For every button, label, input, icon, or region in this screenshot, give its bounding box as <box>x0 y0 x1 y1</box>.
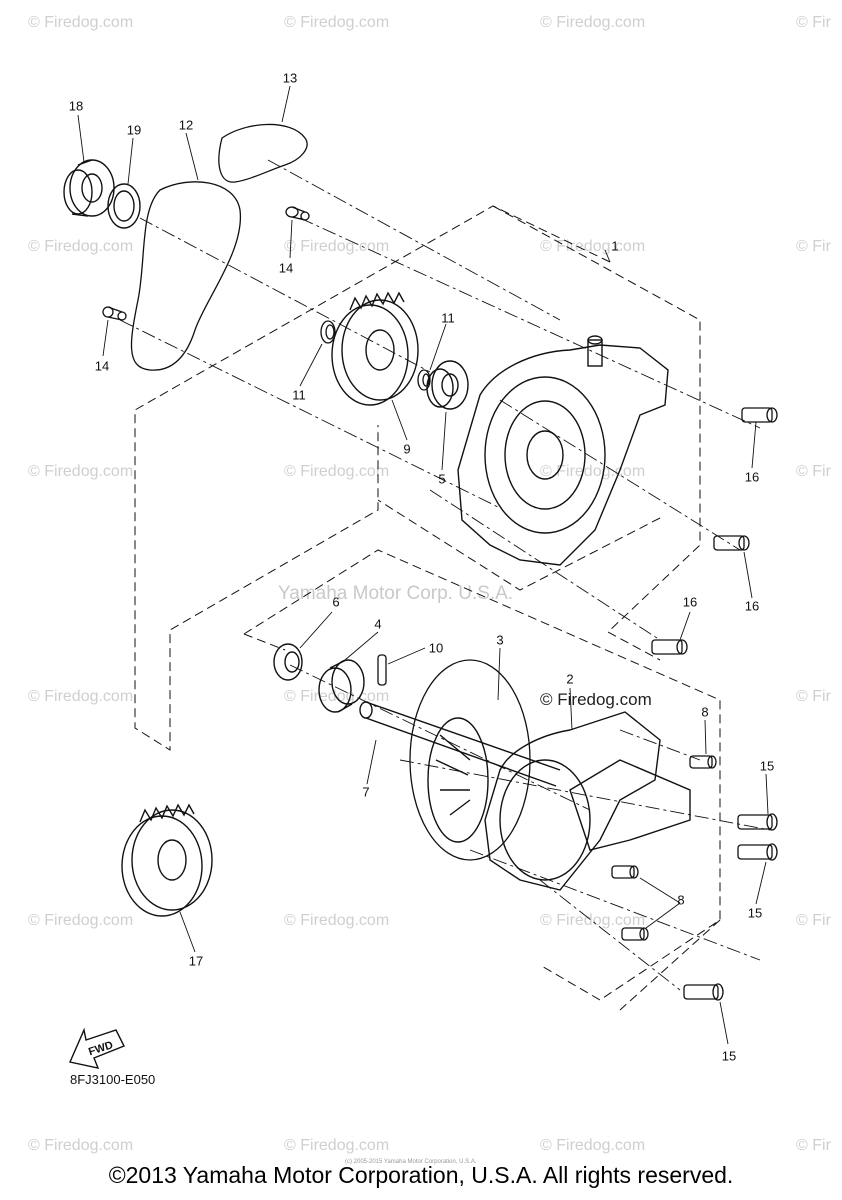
dowel-pin-14-upper <box>285 206 310 221</box>
bolt-8-lower <box>621 927 649 941</box>
watermark: © Fir <box>796 14 831 31</box>
watermark: © Firedog.com <box>28 14 134 31</box>
watermark: © Firedog.com <box>28 688 134 705</box>
callout-13: 13 <box>282 70 298 86</box>
watermark: © Fir <box>796 238 831 255</box>
pump-cover-1 <box>457 335 669 566</box>
callout-19: 19 <box>126 122 142 138</box>
center-watermark: Yamaha Motor Corp. U.S.A. <box>278 583 514 604</box>
dowel-pin-14-lower <box>102 306 127 321</box>
callout-4: 4 <box>374 616 382 632</box>
bolt-8-upper <box>689 755 717 769</box>
bolt-16-upper <box>741 407 778 423</box>
callout-17: 17 <box>188 953 204 969</box>
circlip-19 <box>107 183 141 229</box>
callout-11: 11 <box>441 310 455 326</box>
fineprint: (c) 2005-2015 Yamaha Motor Corporation, … <box>345 1159 477 1165</box>
callout-8: 8 <box>701 704 709 720</box>
callout-15: 15 <box>747 905 763 921</box>
bearing-18 <box>63 159 115 217</box>
watermark: © Firedog.com <box>284 238 390 255</box>
watermark: © Firedog.com <box>540 1137 646 1154</box>
diagram-code: 8FJ3100-E050 <box>70 1072 156 1087</box>
impeller-housing-2 <box>427 711 691 891</box>
callout-14: 14 <box>278 260 294 276</box>
oil-seal-6 <box>273 643 303 681</box>
callout-18: 18 <box>68 98 84 114</box>
o-ring-3 <box>409 659 531 861</box>
assembly-outline-pump <box>243 549 721 1011</box>
callout-10: 10 <box>428 640 444 656</box>
bearing-5 <box>426 360 469 410</box>
fwd-arrow-icon <box>69 1027 125 1069</box>
callout-3: 3 <box>496 632 504 648</box>
watermark: © Firedog.com <box>540 14 646 31</box>
callout-15: 15 <box>759 758 775 774</box>
watermark: © Firedog.com <box>28 238 134 255</box>
callout-1: 1 <box>611 238 619 254</box>
watermark: © Firedog.com <box>28 463 134 480</box>
gear-17 <box>121 803 213 917</box>
mechanical-seal-4 <box>318 659 365 713</box>
watermark: © Firedog.com <box>284 463 390 480</box>
callout-7: 7 <box>362 784 370 800</box>
leader-lines <box>77 85 769 1045</box>
gear-9 <box>331 291 419 406</box>
assembly-outline-cover <box>134 205 701 751</box>
callout-9: 9 <box>403 441 411 457</box>
callout-15: 15 <box>721 1048 737 1064</box>
watermark: © Firedog.com <box>284 14 390 31</box>
circlip-11-lower <box>417 369 431 391</box>
gasket-13 <box>218 123 308 183</box>
bolt-15-middle <box>737 843 778 861</box>
bolt-15-upper <box>737 813 778 831</box>
callout-16: 16 <box>744 469 760 485</box>
callout-12: 12 <box>178 117 194 133</box>
watermark: © Firedog.com <box>284 912 390 929</box>
callout-5: 5 <box>438 471 446 487</box>
watermark: © Firedog.com <box>28 912 134 929</box>
callout-14: 14 <box>94 358 110 374</box>
inline-watermark: © Firedog.com <box>540 690 652 709</box>
bolt-8-middle <box>611 865 639 879</box>
circlip-11-upper <box>320 320 336 344</box>
watermark: © Firedog.com <box>540 463 646 480</box>
bolt-15-lower <box>683 983 724 1001</box>
callout-16: 16 <box>682 594 698 610</box>
callout-8: 8 <box>677 892 685 908</box>
bolt-16-lower <box>651 639 688 655</box>
callout-2: 2 <box>566 671 574 687</box>
watermark: © Fir <box>796 1137 831 1154</box>
watermark: © Firedog.com <box>540 238 646 255</box>
watermark: © Firedog.com <box>284 1137 390 1154</box>
watermark: © Firedog.com <box>28 1137 134 1154</box>
copyright-footer: ©2013 Yamaha Motor Corporation, U.S.A. A… <box>108 1162 734 1188</box>
pin-10 <box>377 654 387 686</box>
watermark: © Fir <box>796 912 831 929</box>
watermark: © Fir <box>796 688 831 705</box>
bolt-16-middle <box>713 535 750 551</box>
callout-16: 16 <box>744 598 760 614</box>
o-ring-12 <box>130 181 242 371</box>
callout-6: 6 <box>332 594 340 610</box>
watermark: © Fir <box>796 463 831 480</box>
watermark: © Firedog.com <box>540 912 646 929</box>
callout-11: 11 <box>292 387 306 403</box>
